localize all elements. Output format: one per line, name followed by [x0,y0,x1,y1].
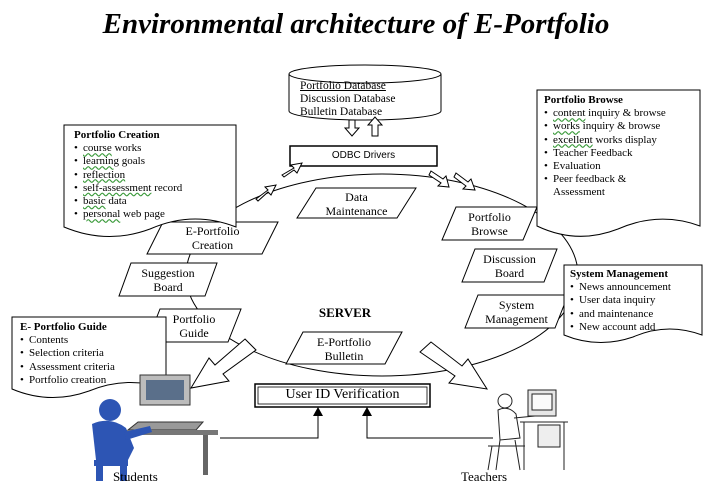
teachers-label: Teachers [461,469,508,481]
diagram-title: Environmental architecture of E-Portfoli… [102,8,610,40]
creation-item: personal web page [74,208,182,221]
panel-system-management: System Management News announcementUser … [570,268,671,334]
browse-item: content inquiry & browse [544,107,666,120]
odbc-box [289,145,438,167]
browse-item: Teacher Feedback [544,147,666,160]
db-down-arrow [343,119,361,137]
panel-creation-list: course workslearning goalsreflectionself… [74,142,182,221]
user-id-label: User ID Verification [285,387,400,402]
student-connector [220,413,319,439]
teacher-figure [487,389,568,471]
panel-browse-title: Portfolio Browse [544,94,623,106]
db-bulletin: Bulletin Database [300,106,383,118]
node-discussion-shape [461,248,558,283]
node-browse-shape [441,206,538,241]
node-bulletin-shape [285,331,403,365]
browse-item: excellent works display [544,134,666,147]
arrow-to-students [190,338,257,389]
panel-guide-list: ContentsSelection criteriaAssessment cri… [20,334,115,387]
node-data-maintenance-shape [296,187,417,219]
sysmgmt-item: User data inquiry [570,294,671,307]
creation-item: self-assessment record [74,182,182,195]
panel-portfolio-browse: Portfolio Browse content inquiry & brows… [544,94,666,200]
panel-portfolio-creation: Portfolio Creation course workslearning … [74,129,182,221]
database-cylinder [288,64,442,121]
guide-item: Portfolio creation [20,374,115,387]
node-creation-shape [146,221,279,255]
browse-item: works inquiry & browse [544,120,666,133]
db-portfolio: Portfolio Database [300,80,386,92]
arrow-to-teachers [419,341,489,390]
database-label: Portfolio Database Discussion Database B… [300,80,396,119]
sysmgmt-item: New account add [570,321,671,334]
panel-portfolio-guide: E- Portfolio Guide ContentsSelection cri… [20,321,115,387]
creation-item: learning goals [74,155,182,168]
odbc-label: ODBC Drivers [331,150,396,161]
sysmgmt-item: and maintenance [570,308,671,321]
db-discussion: Discussion Database [300,93,396,105]
panel-browse-list: content inquiry & browseworks inquiry & … [544,107,666,199]
guide-item: Assessment criteria [20,361,115,374]
node-suggestion-shape [118,262,218,297]
student-figure [92,374,218,481]
students-label: Students [113,469,158,481]
panel-sysmgmt-list: News announcementUser data inquiryand ma… [570,281,671,334]
sysmgmt-item: News announcement [570,281,671,294]
creation-item: course works [74,142,182,155]
odbc-arrows-left [255,162,303,202]
guide-item: Selection criteria [20,347,115,360]
creation-item: basic data [74,195,182,208]
panel-sysmgmt-title: System Management [570,268,669,280]
odbc-arrows-right [428,170,476,191]
node-sysmgmt-shape [464,294,569,329]
browse-item: Peer feedback & [544,173,666,186]
browse-item: Evaluation [544,160,666,173]
browse-item-continuation: Assessment [553,186,605,199]
user-id-box [254,383,431,408]
db-up-arrow [366,116,384,137]
server-label: SERVER [318,305,372,320]
guide-item: Contents [20,334,115,347]
panel-guide-title: E- Portfolio Guide [20,321,107,333]
teacher-connector [366,413,493,439]
creation-item: reflection [74,169,182,182]
panel-creation-title: Portfolio Creation [74,129,160,141]
